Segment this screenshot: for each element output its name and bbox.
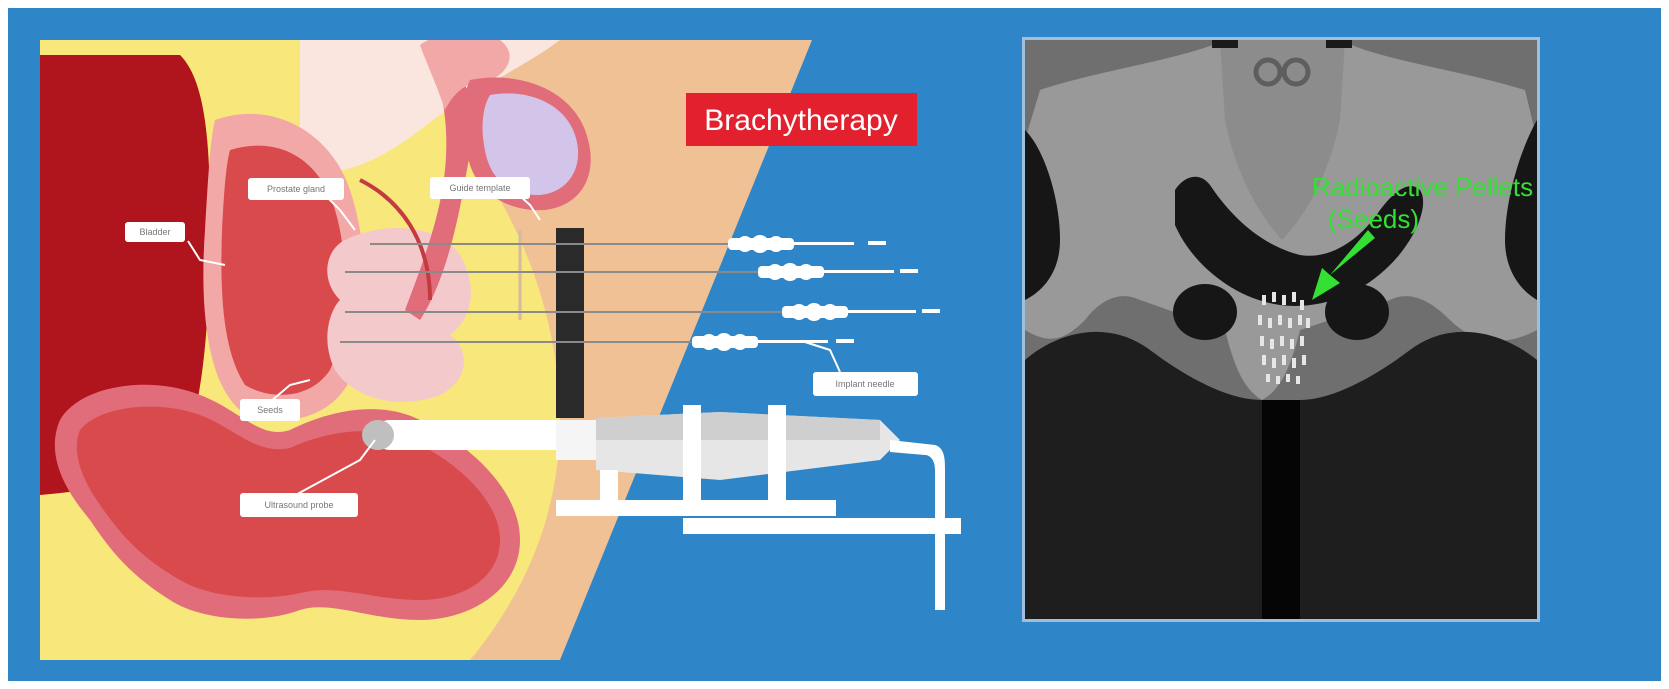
label-seeds-text: Seeds [257,405,283,415]
label-implant-needle: Implant needle [813,372,918,396]
obturator-left [1173,284,1237,340]
label-ultrasound-probe-text: Ultrasound probe [264,500,333,510]
label-prostate-gland: Prostate gland [248,178,344,200]
label-bladder-text: Bladder [139,227,170,237]
xray-panel: Radioactive Pellets (Seeds) [1022,37,1540,622]
xray-annotation-line2: (Seeds) [1328,204,1419,234]
title-text: Brachytherapy [704,104,897,137]
label-guide-template-text: Guide template [449,183,510,193]
title-badge: Brachytherapy [686,93,917,146]
label-implant-needle-text: Implant needle [835,379,894,389]
xray-annotation-line1: Radioactive Pellets [1312,172,1533,202]
prostate-gland [327,228,471,402]
label-prostate-gland-text: Prostate gland [267,184,325,194]
label-ultrasound-probe: Ultrasound probe [240,493,358,517]
label-bladder: Bladder [125,222,185,242]
guide-template-bar [556,228,584,418]
perineum-gap [1262,400,1300,619]
label-seeds: Seeds [240,399,300,421]
obturator-right [1325,284,1389,340]
label-guide-template: Guide template [430,177,530,199]
